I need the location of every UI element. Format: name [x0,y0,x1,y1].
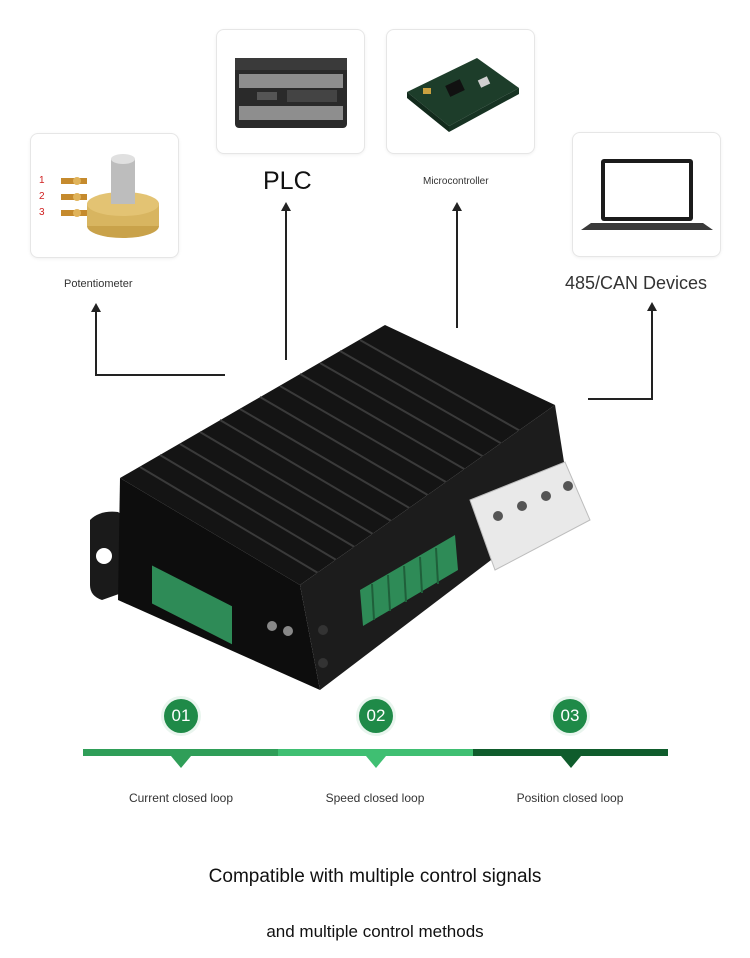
potentiometer-image [61,154,159,238]
up-arrow-icon [647,302,657,311]
microcontroller-card [386,29,535,154]
step-number-2: 02 [359,699,393,733]
step-pointer-2 [366,756,386,768]
step-bar-3 [473,749,668,756]
caption-line-1: Compatible with multiple control signals [208,866,542,887]
potentiometer-card: 1 2 3 [30,133,179,258]
pin-3-label: 3 [39,207,45,218]
step-label-2: Speed closed loop [325,791,425,805]
plc-image [235,58,347,128]
up-arrow-icon [91,303,101,312]
potentiometer-label: Potentiometer [64,278,133,290]
up-arrow-icon [281,202,291,211]
can-devices-label: 485/CAN Devices [565,273,708,293]
caption-line-2: and multiple control methods [266,922,484,941]
pin-1-label: 1 [39,175,45,186]
step-label-1: Current closed loop [128,791,234,805]
step-pointer-1 [171,756,191,768]
microcontroller-label: Microcontroller [423,176,489,187]
step-pointer-3 [561,756,581,768]
step-bar-1 [83,749,278,756]
step-number-3: 03 [553,699,587,733]
pin-2-label: 2 [39,191,45,202]
plc-card [216,29,365,154]
step-number-1: 01 [164,699,198,733]
plc-label: PLC [263,167,312,195]
laptop-image [581,159,713,230]
can-devices-card [572,132,721,257]
step-label-3: Position closed loop [516,791,624,805]
step-bar-2 [278,749,473,756]
microcontroller-image [407,58,519,132]
up-arrow-icon [452,202,462,211]
